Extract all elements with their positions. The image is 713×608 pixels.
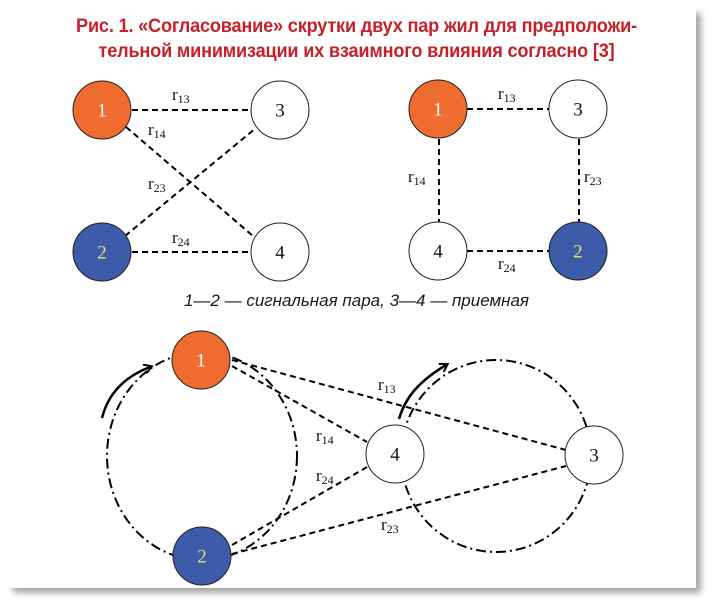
node-label: 2 [573, 242, 583, 263]
node-c-1: 1 [171, 330, 231, 390]
edge-a-14 [125, 126, 254, 237]
node-label: 4 [433, 242, 443, 263]
edge-c-13 [231, 359, 567, 451]
diagram-c: 1 2 4 3 r13 r14 r24 r23 [100, 330, 624, 586]
node-label: 1 [97, 101, 107, 122]
rotation-arrow-right-icon [397, 365, 446, 420]
node-label: 4 [390, 445, 400, 466]
node-label: 2 [97, 243, 107, 264]
node-b-2: 2 [548, 221, 608, 281]
diagram-a: 1 3 2 4 r13 r14 r23 r24 [72, 80, 310, 282]
node-b-1: 1 [408, 79, 468, 139]
node-label: 2 [197, 547, 207, 568]
edge-label-b-14: r14 [408, 167, 426, 188]
edge-label-b-23: r23 [584, 167, 602, 188]
figure-title: Рис. 1. «Согласование» скрутки двух пар … [25, 14, 688, 64]
edge-label-b-24: r24 [498, 254, 516, 275]
node-a-1: 1 [72, 80, 132, 140]
node-label: 1 [196, 351, 206, 372]
node-label: 3 [573, 100, 583, 121]
edge-label-b-13: r13 [498, 84, 516, 105]
node-a-2: 2 [72, 222, 132, 282]
figure-title-line2: тельной минимизации их взаимного влияния… [98, 40, 615, 62]
node-label: 3 [589, 446, 599, 467]
rotation-arrow-left-icon [100, 367, 150, 419]
edge-c-14 [231, 365, 368, 443]
node-b-3: 3 [548, 79, 608, 139]
edge-label-c-24: r24 [316, 466, 334, 487]
node-label: 3 [275, 101, 285, 122]
edge-label-c-14: r14 [316, 426, 334, 447]
edge-c-24 [231, 466, 368, 546]
figure-title-line1: Рис. 1. «Согласование» скрутки двух пар … [76, 15, 637, 37]
node-c-3: 3 [564, 425, 624, 485]
edge-label-a-23: r23 [148, 174, 166, 195]
diagram-b: 1 3 4 2 r13 r14 r23 r24 [408, 79, 608, 281]
node-c-4: 4 [365, 424, 425, 484]
node-a-4: 4 [250, 222, 310, 282]
edge-label-c-13: r13 [378, 375, 396, 396]
node-a-3: 3 [250, 80, 310, 140]
edge-label-a-13: r13 [172, 85, 190, 106]
node-b-4: 4 [408, 221, 468, 281]
edge-label-a-14: r14 [148, 120, 166, 141]
edge-c-23 [231, 465, 567, 555]
figure-caption: 1—2 — сигнальная пара, 3—4 — приемная [183, 291, 530, 310]
node-label: 4 [275, 243, 285, 264]
node-c-2: 2 [172, 526, 232, 586]
edge-label-c-23: r23 [381, 515, 399, 536]
node-label: 1 [433, 100, 443, 121]
edge-a-23 [124, 127, 257, 237]
twist-circle-receive [400, 359, 592, 553]
edge-label-a-24: r24 [172, 228, 190, 249]
